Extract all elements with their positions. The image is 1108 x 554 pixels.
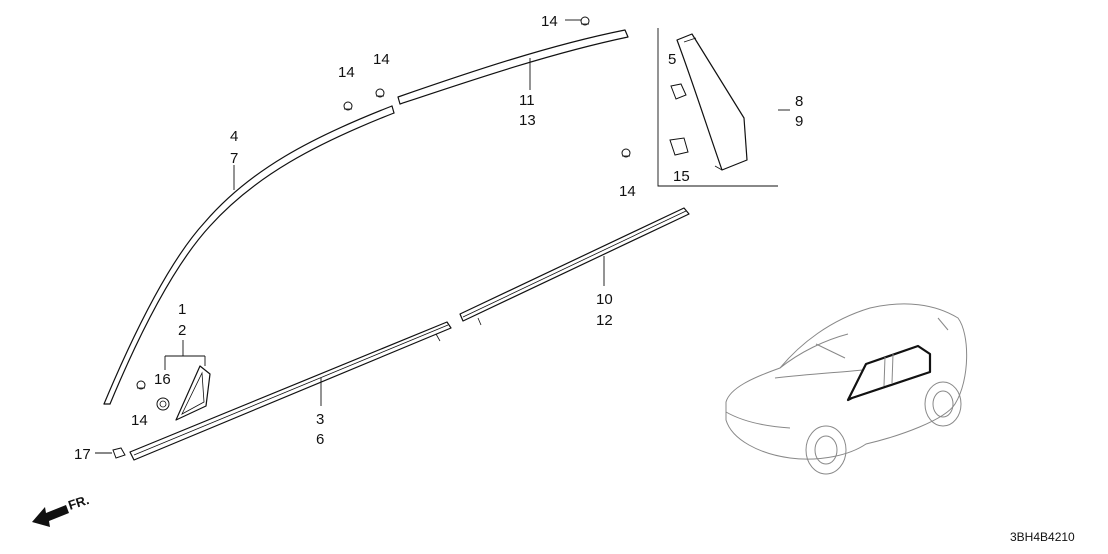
label-16: 16 [154,371,171,388]
clip-5 [670,83,687,100]
clip-14-b [343,101,353,111]
clip-14-d [621,148,631,158]
molding-part-4-7 [103,105,395,405]
label-17: 17 [74,446,91,463]
label-14-e: 14 [131,412,148,429]
clip-15 [669,137,689,156]
molding-part-11-13 [397,29,629,105]
label-8: 8 [795,93,803,110]
clip-14-e [136,380,146,390]
front-direction-arrow: FR. [32,492,91,527]
label-9: 9 [795,113,803,130]
label-15: 15 [673,168,690,185]
label-12: 12 [596,312,613,329]
label-6: 6 [316,431,324,448]
clip-14-c [375,88,385,98]
leader-lines [95,19,790,454]
molding-part-3-6 [129,321,452,461]
label-3: 3 [316,411,324,428]
label-10: 10 [596,291,613,308]
label-7: 7 [230,150,238,167]
label-4: 4 [230,128,238,145]
label-5: 5 [668,51,676,68]
label-11: 11 [519,92,535,109]
molding-part-10-12 [459,207,690,326]
label-14-a: 14 [541,13,558,30]
label-2: 2 [178,322,186,339]
diagram-code: 3BH4B4210 [1010,530,1075,544]
label-14-d: 14 [619,183,636,200]
label-13: 13 [519,112,536,129]
garnish-part-8-9 [657,28,778,187]
label-14-c: 14 [373,51,390,68]
label-1: 1 [178,301,186,318]
label-14-b: 14 [338,64,355,81]
direction-label: FR. [66,492,91,513]
clip-16 [156,397,170,411]
garnish-part-1-2 [175,365,211,421]
vehicle-illustration [725,303,968,475]
screw-17 [112,447,126,459]
clip-14-a [580,16,590,26]
part-labels: 4 7 11 13 5 8 9 15 10 12 1 2 3 6 16 17 1… [74,13,803,463]
